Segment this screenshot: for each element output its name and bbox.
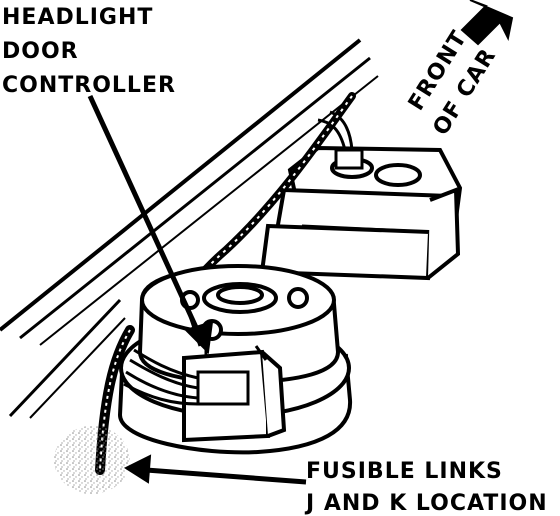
- controller-leader-arrow: [87, 94, 214, 355]
- motor-housing: [259, 145, 463, 281]
- fusible-leader-arrow: [123, 454, 307, 485]
- fusible-label-line2: J AND K LOCATION: [304, 491, 548, 516]
- fusible-label-line1: FUSIBLE LINKS: [306, 459, 503, 484]
- fender-edge: [0, 38, 379, 419]
- housing-connector: [317, 110, 364, 170]
- fusible-links-area: [54, 426, 130, 494]
- controller-label: HEADLIGHT DOOR CONTROLLER: [2, 5, 176, 98]
- controller-wires: [123, 348, 199, 406]
- controller-label-line2: DOOR: [2, 39, 79, 64]
- controller-label-line3: CONTROLLER: [2, 73, 176, 98]
- fusible-links-label: FUSIBLE LINKS J AND K LOCATION: [304, 459, 548, 516]
- front-direction-arrow: [460, 0, 514, 46]
- controller-label-line1: HEADLIGHT: [2, 5, 153, 30]
- front-of-car-label: FRONT OF CAR: [404, 26, 501, 140]
- controller-module: [182, 315, 287, 443]
